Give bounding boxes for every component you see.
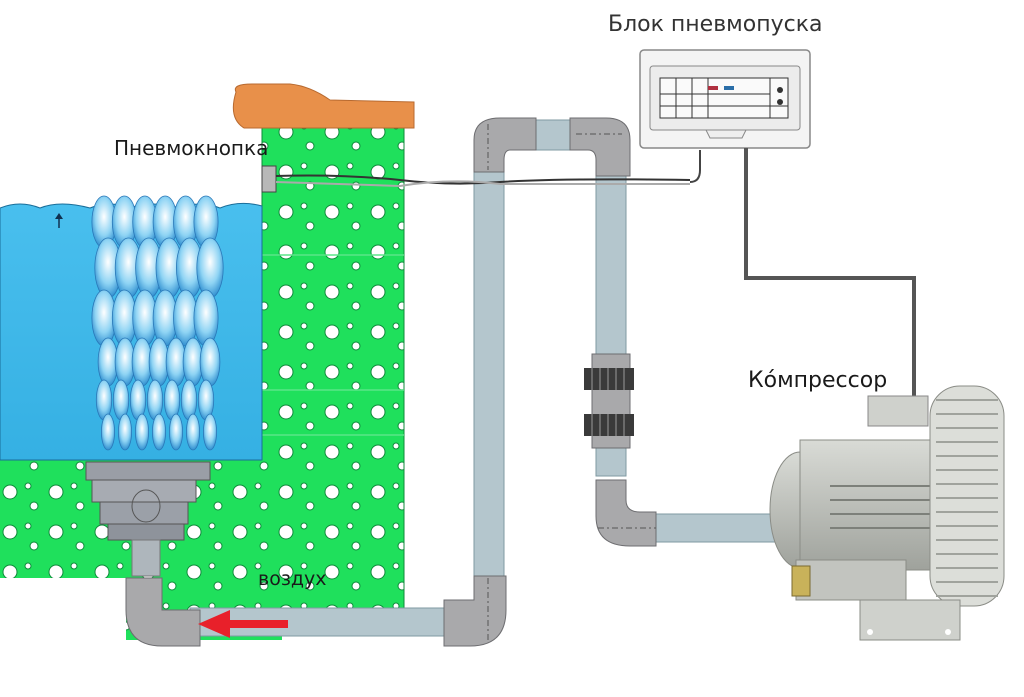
compressor-label: Ко́мпрессор [748, 368, 888, 393]
pool-coping [232, 83, 415, 129]
pneumo-button-label: Пневмокнопка [114, 136, 269, 160]
power-cable [744, 148, 916, 410]
air-bubble [199, 337, 221, 387]
air-bubble [202, 413, 217, 451]
air-bubble [168, 413, 183, 451]
control-unit-box [639, 49, 811, 149]
air-bubble [196, 237, 224, 299]
air-nozzle [85, 461, 211, 577]
air-bubble [101, 413, 116, 451]
air-bubble [193, 289, 219, 347]
air-bubble [118, 413, 133, 451]
air-bubble [151, 413, 166, 451]
air-bubble-column [91, 195, 224, 451]
control-unit-label: Блок пневмопуска [608, 12, 823, 37]
air-flow-arrow-icon [198, 610, 288, 638]
pipe-fittings [125, 117, 657, 647]
air-bubble [134, 413, 149, 451]
check-valve [584, 353, 634, 449]
air-bubble [185, 413, 200, 451]
air-flow-label: воздух [258, 568, 327, 590]
pneumo-button [261, 150, 701, 193]
compressor [769, 385, 1005, 641]
pipe-centerlines [487, 124, 656, 640]
water-level-arrow-icon [55, 213, 63, 228]
